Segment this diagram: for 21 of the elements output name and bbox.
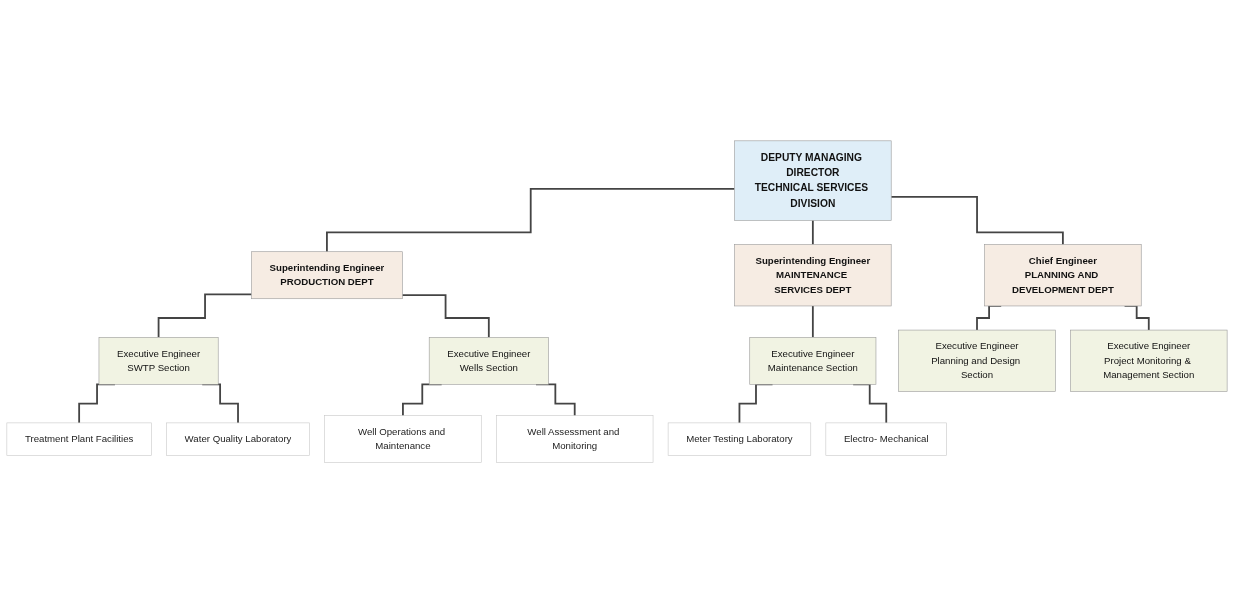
node-box: Executive Engineer Maintenance Section [749,336,877,385]
node-box: Superintending Engineer PRODUCTION DEPT [251,251,403,299]
node-box: Well Operations and Maintenance [324,415,482,463]
node-box: Executive Engineer SWTP Section [98,336,219,385]
connector [401,294,490,338]
connector [890,195,1064,246]
connector [326,187,736,253]
node-box: Well Assessment and Monitoring [496,415,654,463]
connector [811,219,814,246]
connector [811,304,814,338]
node-box: Treatment Plant Facilities [6,422,152,456]
node-box: Water Quality Laboratory [166,422,310,456]
node-box: Superintending Engineer MAINTENANCE SERVICES DEPT [734,243,892,306]
connector [157,293,253,338]
node-box: Chief Engineer PLANNING AND DEVELOPMENT DEPT [984,243,1142,306]
node-box: DEPUTY MANAGING DIRECTOR TECHNICAL SERVICES DIVISION [734,140,892,221]
node-box: Meter Testing Laboratory [667,422,812,456]
node-box: Executive Engineer Planning and Design Section [898,329,1056,392]
node-box: Executive Engineer Project Monitoring & Management Section [1070,329,1228,392]
node-box: Executive Engineer Wells Section [428,336,549,385]
node-box: Electro- Mechanical [825,422,947,456]
